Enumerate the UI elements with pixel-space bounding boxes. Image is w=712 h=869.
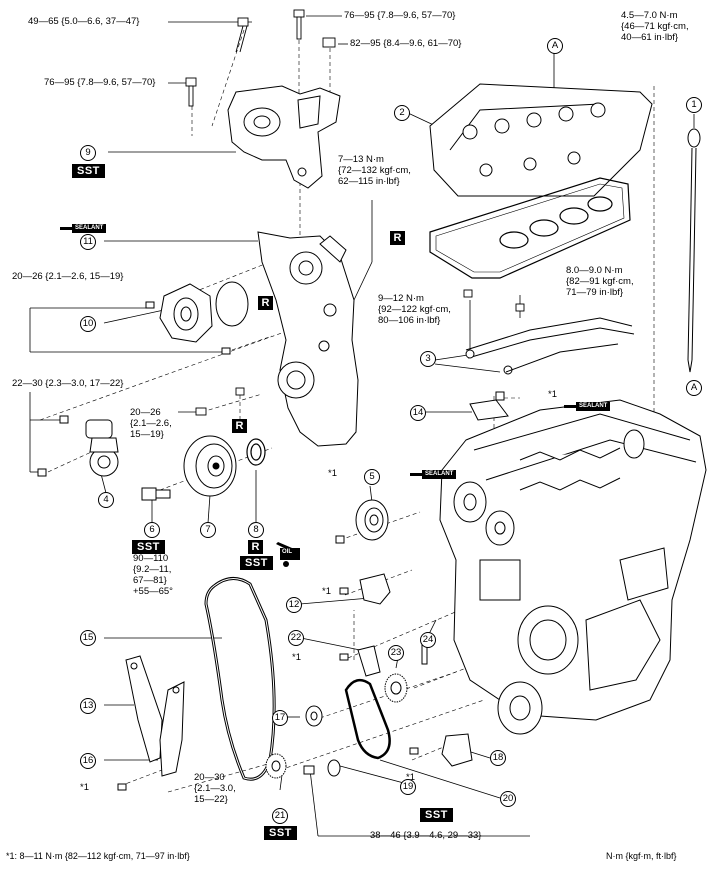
torque-label-part9-bolt-upper: 49—65 {5.0—6.6, 37—47}: [28, 16, 140, 27]
part-callout-6: 6: [144, 522, 160, 538]
torque-label-dipstick-bolt: 4.5—7.0 N·m {46—71 kgf·cm, 40—61 in·lbf}: [621, 10, 689, 43]
footnote-star1: *1: 8—11 N·m {82—112 kgf·cm, 71—97 in·lb…: [6, 851, 190, 861]
reference-callout-a-top: A: [547, 38, 563, 54]
torque-label-tensioner: 22—30 {2.3—3.0, 17—22}: [12, 378, 124, 389]
part-callout-2: 2: [394, 105, 410, 121]
part-callout-8: 8: [248, 522, 264, 538]
sealant-tag-head: SEALANT: [563, 402, 611, 411]
oil-can-label: OIL: [282, 549, 292, 555]
units-legend: N·m {kgf·m, ft·lbf}: [606, 851, 677, 861]
sealant-tag-chain-cover: SEALANT: [59, 224, 107, 233]
torque-label-cover-bolt: 7—13 N·m {72—132 kgf·cm, 62—115 in·lbf}: [338, 154, 411, 187]
oil-can-icon: OIL: [274, 538, 304, 568]
torque-label-head-cover-bolt: 8.0—9.0 N·m {82—91 kgf·cm, 71—79 in·lbf}: [566, 265, 634, 298]
sst-badge-part6: SST: [132, 540, 165, 554]
torque-label-oil-pump: 38—46 {3.9—4.6, 29—33}: [370, 830, 482, 841]
sst-badge-part21: SST: [264, 826, 297, 840]
part-callout-17: 17: [272, 710, 288, 726]
replace-badge-head-cover-gasket: R: [390, 231, 405, 245]
part-callout-24: 24: [420, 632, 436, 648]
torque-label-water-pump: 20—26 {2.1—2.6, 15—19}: [12, 271, 124, 282]
part-callout-23: 23: [388, 645, 404, 661]
torque-label-crank-bolt: 90—110 {9.2—11, 67—81} +55—65°: [133, 553, 173, 597]
part-callout-3: 3: [420, 351, 436, 367]
sst-badge-part8: SST: [240, 556, 273, 570]
torque-label-sprocket: 20—30 {2.1—3.0, 15—22}: [194, 772, 236, 805]
replace-badge-oil-seal: R: [248, 540, 263, 554]
part-callout-11: 11: [80, 234, 96, 250]
part-callout-16: 16: [80, 753, 96, 769]
part-callout-22: 22: [288, 630, 304, 646]
sealant-tag-block: SEALANT: [409, 470, 457, 479]
part-callout-4: 4: [98, 492, 114, 508]
replace-badge-seal: R: [232, 419, 247, 433]
part-callout-9: 9: [80, 145, 96, 161]
torque-label-harness-bolt: 9—12 N·m {92—122 kgf·cm, 80—106 in·lbf}: [378, 293, 451, 326]
part-callout-10: 10: [80, 316, 96, 332]
torque-label-top-nut: 82—95 {8.4—9.6, 61—70}: [350, 38, 462, 49]
torque-label-left-bolt: 76—95 {7.8—9.6, 57—70}: [44, 77, 156, 88]
part-callout-18: 18: [490, 750, 506, 766]
part-callout-5: 5: [364, 469, 380, 485]
star1-mark-part5: *1: [328, 468, 337, 479]
star1-mark-part16: *1: [80, 782, 89, 793]
torque-label-top-bolt: 76—95 {7.8—9.6, 57—70}: [344, 10, 456, 21]
torque-label-pulley-area: 20—26 {2.1—2.6, 15—19}: [130, 407, 172, 440]
part-callout-21: 21: [272, 808, 288, 824]
part-callout-15: 15: [80, 630, 96, 646]
star1-mark-part14: *1: [548, 389, 557, 400]
part-callout-13: 13: [80, 698, 96, 714]
star1-mark-part22: *1: [292, 652, 301, 663]
part-callout-20: 20: [500, 791, 516, 807]
part-callout-14: 14: [410, 405, 426, 421]
part-callout-12: 12: [286, 597, 302, 613]
reference-callout-a-bottom: A: [686, 380, 702, 396]
part-callout-1: 1: [686, 97, 702, 113]
star1-mark-part18: *1: [406, 772, 415, 783]
sst-badge-part9: SST: [72, 164, 105, 178]
part-callout-19: 19: [400, 779, 416, 795]
replace-badge-water-pump-oring: R: [258, 296, 273, 310]
sst-badge-part19: SST: [420, 808, 453, 822]
part-callout-7: 7: [200, 522, 216, 538]
star1-mark-part12: *1: [322, 586, 331, 597]
